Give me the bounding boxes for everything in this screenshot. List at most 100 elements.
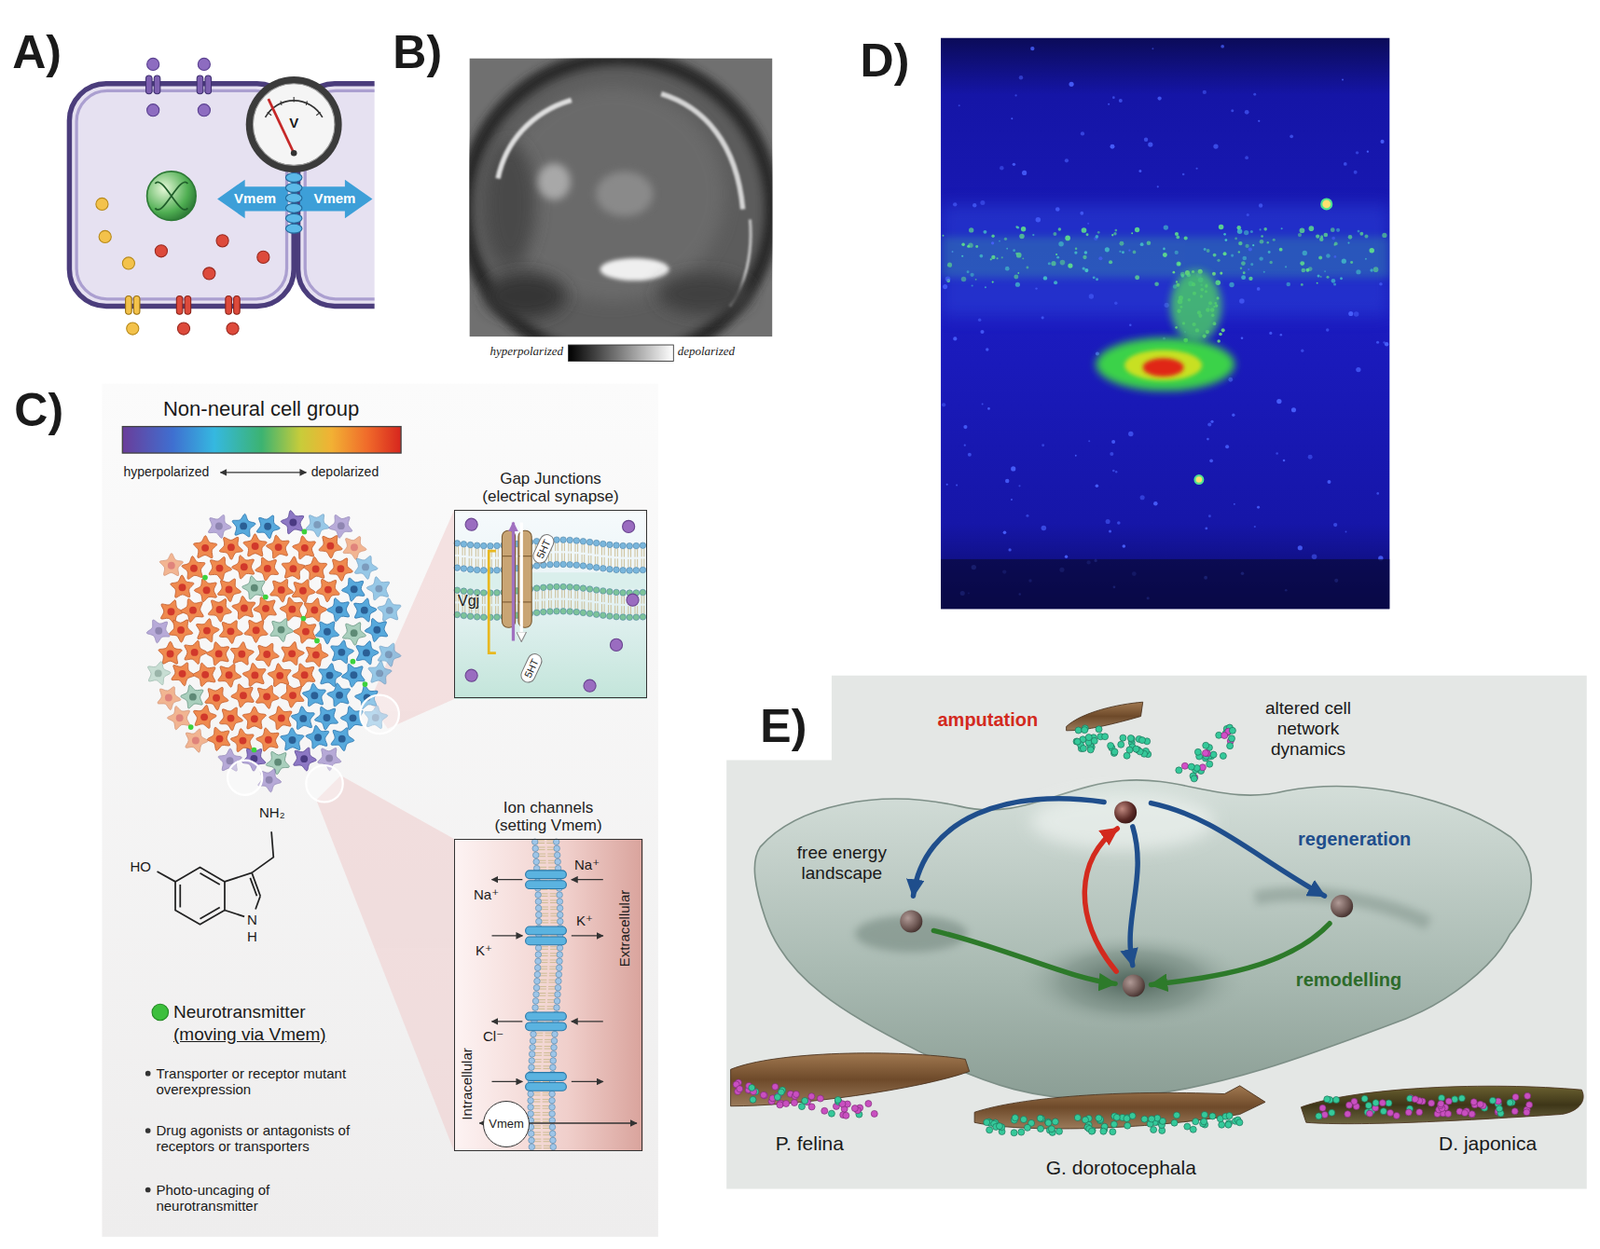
membrane-part [600,612,607,620]
membrane-part [455,556,456,566]
cell-part [350,543,359,552]
membrane-part [534,1065,541,1067]
speckle-part [1381,233,1387,238]
speckle-part [1357,230,1361,234]
cell-part [335,606,344,614]
membrane-part [544,591,546,600]
membrane-part [470,548,472,557]
cell-network-part [827,1110,835,1118]
speckle-part [951,250,954,253]
cell-cluster [146,510,401,793]
membrane-part [549,1104,556,1112]
speckle-part [1162,252,1168,258]
speckle-part [1041,316,1045,319]
speckle-part [961,255,964,258]
speckle-part [1034,287,1037,290]
speckle-part [1109,452,1114,456]
membrane-part [560,561,567,568]
speckle-part [1140,495,1145,500]
bullet-note: Transporter or receptor mutant overexpre… [155,1065,394,1099]
cell-part [193,536,218,559]
speckle-part [1172,271,1176,275]
speckle-part [1182,173,1186,177]
cell-network-part [1107,743,1115,750]
membrane-part [537,601,538,610]
gap-junction-stack-part [285,213,303,223]
cell-part [220,707,244,732]
speckle-part [1195,167,1198,170]
cell-part [201,671,209,679]
membrane-part [534,971,541,979]
membrane-part [606,588,614,595]
membrane-part [636,559,638,568]
cell-network-part [1194,748,1201,756]
cell-network-part [1045,1119,1052,1127]
membrane-part [534,978,541,985]
membrane-part [583,554,585,564]
membrane-part [593,611,600,619]
membrane-part [533,585,540,593]
zoom-wedge-part [316,775,455,1152]
serotonin-structure [157,831,275,925]
cell-part [312,651,320,660]
cell-part [300,755,308,763]
speckle-part [1350,261,1353,264]
membrane-part [535,591,537,600]
speckle-part [1252,244,1255,247]
cell-part [196,619,220,643]
speckle-part [1080,131,1085,136]
cell [293,747,317,772]
speckle-part [1341,259,1347,264]
cell-network-part [1372,1100,1380,1107]
speckle-part [1268,261,1272,264]
cell-part [167,562,176,570]
membrane-part [538,995,546,997]
membrane-part [581,554,583,564]
speckle-part [1253,93,1256,97]
note-label: free energy landscape [790,842,894,884]
ion-channel-part [525,937,567,946]
cell-network-part [1132,745,1140,753]
speckle-part [1345,531,1348,534]
cell [305,643,329,667]
membrane-part [527,1104,535,1112]
speckle-part [1134,275,1140,280]
speckle-part [990,258,993,261]
cell [366,577,389,601]
membrane-part [547,999,554,1001]
speckle-part [1202,90,1207,95]
cell-part [206,642,230,666]
cell-part [325,755,333,763]
membrane-part [473,542,481,550]
speckle-part [1053,280,1058,285]
membrane-part [494,590,501,597]
membrane-part [606,541,614,549]
ion-flux-arrow-part [571,879,604,881]
voltage-dye-image-part [484,273,567,318]
membrane-part [535,1147,542,1149]
cell-part [288,649,296,658]
cell-part [368,661,392,685]
neurotransmitter-dot [202,575,208,581]
speckle-part [1087,222,1090,225]
cell-part [326,672,334,680]
speckle-part [1084,250,1089,255]
speckle-part [1223,233,1227,236]
cell-network-part [851,1105,858,1113]
cell-part [310,691,318,700]
membrane-part [482,595,483,605]
membrane-part [455,546,456,555]
ion-ball-part [96,197,109,210]
ion-ball-part [465,669,478,682]
cell-part [159,553,183,577]
cell-part [232,513,256,538]
cell [196,619,220,643]
fluorescence-image-part [1195,475,1204,484]
membrane-part [620,549,622,558]
speckle-part [1122,544,1127,549]
cell [303,556,328,580]
cell [253,597,276,621]
ion-channel-part [176,295,183,315]
speckle-part [1131,232,1133,235]
cell-part [350,629,359,637]
